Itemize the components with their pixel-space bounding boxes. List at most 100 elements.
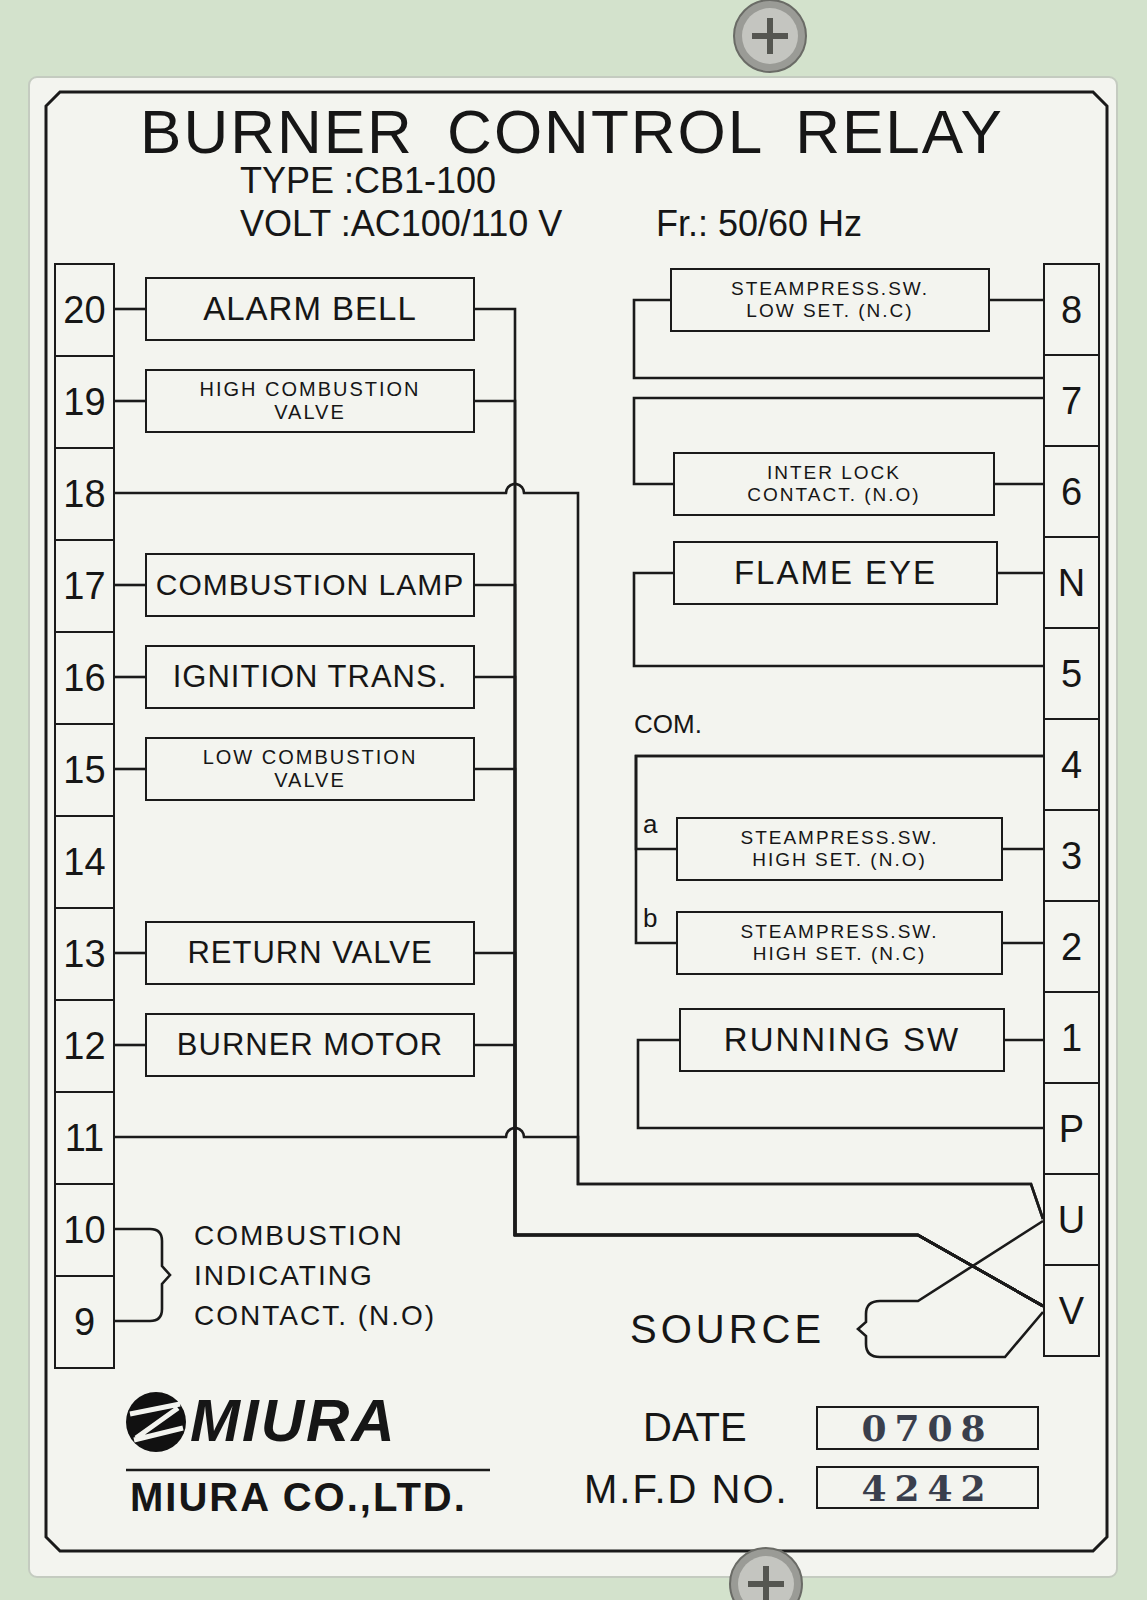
terminal-number: 16 [63,659,105,697]
terminal-cell: 1 [1043,991,1100,1084]
wire [475,585,1043,1306]
wire [115,1128,1043,1219]
terminal-cell: 4 [1043,718,1100,811]
field-label: M.F.D NO. [584,1466,789,1512]
screw-face [742,8,798,64]
wire [115,584,145,587]
terminal-number: 2 [1061,928,1082,966]
terminal-cell: 5 [1043,627,1100,720]
wire [115,768,145,771]
stamped-number: 4242 [861,1470,993,1506]
screw [734,0,806,72]
terminal-cell: 8 [1043,263,1100,356]
terminal-number: 12 [63,1027,105,1065]
terminal-cell: 6 [1043,445,1100,538]
terminal-note: COM. [634,710,702,740]
terminal-cell: 7 [1043,354,1100,447]
wire [115,400,145,403]
switch-box: FLAME EYE [673,541,998,605]
wire [115,676,145,679]
screw-face [738,1556,794,1600]
component-box: RETURN VALVE [145,921,475,985]
stamp-box: 4242 [816,1466,1039,1509]
terminal-number: 6 [1061,473,1082,511]
terminal-number: N [1058,564,1085,602]
component-name: FLAME EYE [734,554,937,592]
terminal-number: 20 [63,291,105,329]
switch-box: RUNNING SW [679,1008,1005,1072]
terminal-number: 4 [1061,746,1082,784]
screw-head [730,1548,802,1600]
wire [475,309,1043,1306]
emblem-disc [126,1392,186,1452]
terminal-number: 18 [63,475,105,513]
terminal-number: 3 [1061,837,1082,875]
component-name: LOW COMBUSTION VALVE [180,746,440,792]
switch-box: STEAMPRESS.SW. LOW SET. (N.C) [670,268,990,332]
terminal-number: 5 [1061,655,1082,693]
wire [115,308,145,311]
plate-frame [46,92,1107,1551]
component-box: COMBUSTION LAMP [145,553,475,617]
terminal-cell: 19 [54,355,115,449]
terminal-cell: V [1043,1264,1100,1357]
spec-line: VOLT :AC100/110 V [240,203,562,244]
terminal-cell: 16 [54,631,115,725]
logo-underline [126,1469,490,1472]
bracket [150,1229,170,1321]
terminal-cell: 18 [54,447,115,541]
terminal-cell: 20 [54,263,115,357]
contact-mark: b [643,904,657,934]
terminal-cell: 17 [54,539,115,633]
wire [115,1044,145,1047]
emblem-swoosh [130,1404,183,1440]
source-wire [880,1312,1043,1357]
terminal-number: 17 [63,567,105,605]
terminal-number: 19 [63,383,105,421]
terminal-cell: 9 [54,1275,115,1369]
terminal-number: 15 [63,751,105,789]
component-name: ALARM BELL [203,290,417,328]
logo-emblem [126,1392,186,1452]
component-name: IGNITION TRANS. [173,659,448,695]
component-name: INTER LOCK CONTACT. (N.O) [719,462,949,506]
wire [115,484,1043,1219]
wire [1003,848,1043,851]
stamped-number: 0708 [861,1410,993,1446]
terminal-cell: 2 [1043,900,1100,993]
component-name: RUNNING SW [724,1021,960,1059]
contact-note: COMBUSTION INDICATING CONTACT. (N.O) [194,1216,494,1336]
component-box: LOW COMBUSTION VALVE [145,737,475,801]
wire [1005,1039,1043,1042]
terminal-cell: 14 [54,815,115,909]
wire [475,401,1043,1306]
terminal-number: 7 [1061,382,1082,420]
wire [990,299,1043,302]
component-name: RETURN VALVE [187,935,432,971]
wire [475,1045,1043,1306]
switch-box: STEAMPRESS.SW. HIGH SET. (N.O) [676,817,1003,881]
logo-text: MIURA [190,1386,397,1455]
wire [998,572,1043,575]
wire [1003,942,1043,945]
component-name: HIGH COMBUSTION VALVE [180,378,440,424]
contact-mark: a [643,810,657,840]
terminal-cell: 13 [54,907,115,1001]
plate [29,77,1117,1577]
terminal-number: 8 [1061,291,1082,329]
terminal-number: 9 [74,1303,95,1341]
wire [475,769,1043,1306]
component-name: STEAMPRESS.SW. HIGH SET. (N.C) [725,921,955,965]
spec-line: TYPE :CB1-100 [240,160,496,201]
component-box: HIGH COMBUSTION VALVE [145,369,475,433]
terminal-number: 10 [63,1211,105,1249]
company-name: MIURA CO.,LTD. [130,1474,467,1520]
wire [115,952,145,955]
terminal-cell: N [1043,536,1100,629]
wire [995,483,1043,486]
terminal-cell: 15 [54,723,115,817]
screw-slot [748,1566,784,1600]
bracket [858,1301,880,1357]
terminal-cell: 12 [54,999,115,1093]
terminal-number: U [1058,1201,1085,1239]
